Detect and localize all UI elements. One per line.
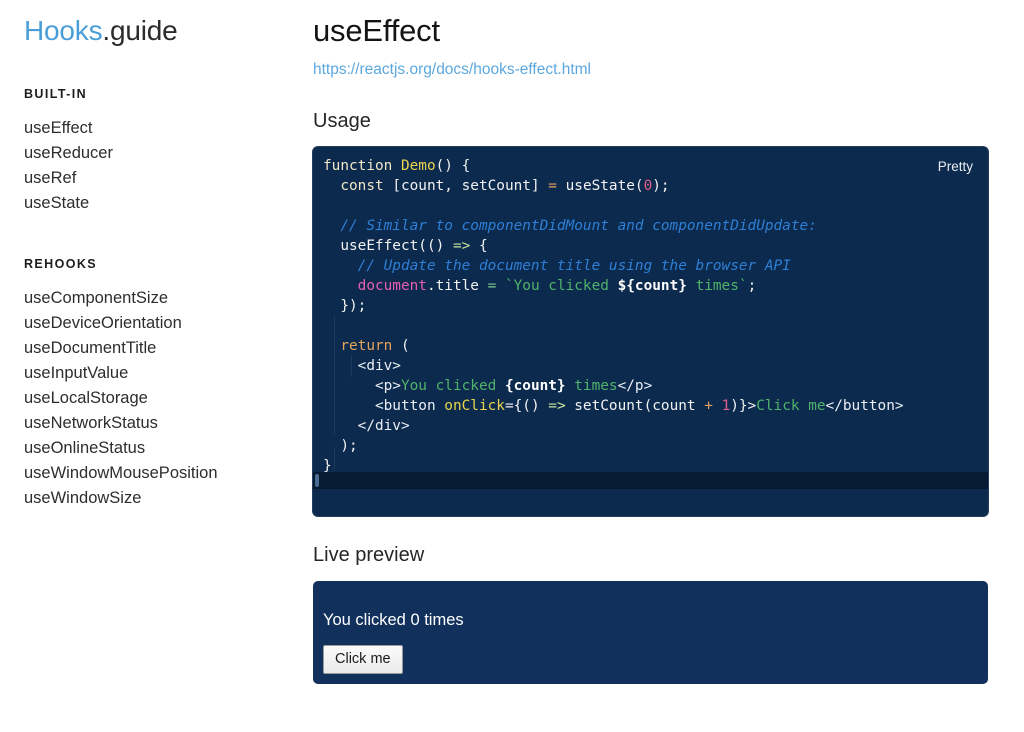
token-comment-update-title: // Update the document title using the b… <box>357 258 791 274</box>
sidebar-item-useref[interactable]: useRef <box>24 169 77 187</box>
sidebar-item-usedeviceorientation[interactable]: useDeviceOrientation <box>24 314 182 332</box>
token-useeffect-call: useEffect(() <box>340 238 445 254</box>
token-handler-open: ={() <box>504 398 540 414</box>
token-usestate-call: useState( <box>556 178 644 194</box>
main-content: useEffect https://reactjs.org/docs/hooks… <box>313 0 1024 732</box>
logo-secondary-text: .guide <box>102 15 178 46</box>
sidebar-item-usedocumenttitle[interactable]: useDocumentTitle <box>24 339 157 357</box>
token-punct: () { <box>435 158 471 174</box>
page-title: useEffect <box>313 13 440 48</box>
token-arrow: => <box>452 238 471 254</box>
token-jsx-div-close: </div> <box>357 418 410 434</box>
pretty-format-button[interactable]: Pretty <box>937 159 973 174</box>
token-plus-op: + <box>704 398 713 414</box>
sidebar-item-useonlinestatus[interactable]: useOnlineStatus <box>24 439 146 457</box>
token-jsx-attr-onclick: onClick <box>444 398 505 414</box>
token-comment-lifecycle: // Similar to componentDidMount and comp… <box>340 218 817 234</box>
logo-primary-text: Hooks <box>24 15 103 46</box>
token-number-one: 1 <box>712 398 731 414</box>
code-line-10: return ( <box>319 336 988 356</box>
token-open-paren: ( <box>392 338 410 354</box>
preview-click-me-button[interactable]: Click me <box>323 645 403 674</box>
token-semicolon: ; <box>747 278 757 294</box>
code-line-1: function Demo() { <box>319 156 988 176</box>
code-editor[interactable]: Pretty function Demo() { const [count, s… <box>313 147 988 516</box>
code-line-14: </div> <box>319 416 988 436</box>
documentation-link[interactable]: https://reactjs.org/docs/hooks-effect.ht… <box>313 61 591 78</box>
token-close-function: } <box>323 458 332 474</box>
token-close-effect: }); <box>340 298 367 314</box>
token-object-document: document <box>357 278 427 294</box>
token-template-string-open: `You clicked <box>496 278 618 294</box>
code-line-11: <div> <box>319 356 988 376</box>
code-line-13: <button onClick={() => setCount(count + … <box>319 396 988 416</box>
token-keyword-function: function <box>323 158 393 174</box>
sidebar-item-usecomponentsize[interactable]: useComponentSize <box>24 289 169 307</box>
token-jsx-button-open: <button <box>374 398 445 414</box>
code-line-16: } <box>319 456 988 476</box>
code-line-2: const [count, setCount] = useState(0); <box>319 176 988 196</box>
code-content: function Demo() { const [count, setCount… <box>313 147 988 476</box>
sidebar-item-usewindowsize[interactable]: useWindowSize <box>24 489 142 507</box>
sidebar-item-useeffect[interactable]: useEffect <box>24 119 93 137</box>
token-keyword-const: const <box>340 178 384 194</box>
sidebar-heading-rehooks: REHOOKS <box>24 257 98 271</box>
sidebar-list-built-in: useEffect useReducer useRef useState <box>24 101 313 216</box>
token-jsx-button-text: Click me <box>756 398 826 414</box>
token-jsx-text-2: times <box>565 378 618 394</box>
preview-click-count-text: You clicked 0 times <box>323 611 464 629</box>
token-interpolation-count: ${count} <box>617 278 687 294</box>
live-preview-panel: You clicked 0 times Click me <box>313 581 988 684</box>
token-number-zero: 0 <box>643 178 653 194</box>
token-keyword-return: return <box>340 338 393 354</box>
code-line-3-blank <box>319 196 988 216</box>
token-jsx-p-open: <p> <box>374 378 401 394</box>
token-jsx-div-open: <div> <box>357 358 401 374</box>
token-property-title: .title <box>426 278 479 294</box>
token-handler-close: )}> <box>730 398 757 414</box>
token-jsx-text-1: You clicked <box>400 378 505 394</box>
sidebar-item-usereducer[interactable]: useReducer <box>24 144 113 162</box>
token-close-paren: ); <box>652 178 670 194</box>
token-handler-arrow: => <box>548 398 566 414</box>
code-line-8: }); <box>319 296 988 316</box>
token-jsx-p-close: </p> <box>617 378 653 394</box>
usage-heading: Usage <box>313 110 371 132</box>
code-line-7: document.title = `You clicked ${count} t… <box>319 276 988 296</box>
code-line-12: <p>You clicked {count} times</p> <box>319 376 988 396</box>
token-jsx-button-close: </button> <box>825 398 904 414</box>
code-line-9-blank <box>319 316 988 336</box>
sidebar-item-usestate[interactable]: useState <box>24 194 90 212</box>
code-line-6: // Update the document title using the b… <box>319 256 988 276</box>
sidebar: Hooks.guide BUILT-IN useEffect useReduce… <box>0 0 313 732</box>
token-jsx-interp-count: {count} <box>504 378 566 394</box>
token-open-brace: { <box>470 238 488 254</box>
site-logo[interactable]: Hooks.guide <box>24 14 313 48</box>
sidebar-list-rehooks: useComponentSize useDeviceOrientation us… <box>24 271 313 511</box>
token-template-string-close: times` <box>686 278 748 294</box>
token-equals: = <box>487 278 497 294</box>
code-scrollbar-thumb[interactable] <box>315 474 319 487</box>
token-setcount-call: setCount(count <box>565 398 705 414</box>
sidebar-item-useinputvalue[interactable]: useInputValue <box>24 364 129 382</box>
sidebar-item-usenetworkstatus[interactable]: useNetworkStatus <box>24 414 158 432</box>
code-line-4: // Similar to componentDidMount and comp… <box>319 216 988 236</box>
token-function-name: Demo <box>400 158 436 174</box>
token-destructure: [count, setCount] <box>383 178 549 194</box>
live-preview-heading: Live preview <box>313 544 425 566</box>
code-line-5: useEffect(() => { <box>319 236 988 256</box>
code-line-15: ); <box>319 436 988 456</box>
sidebar-item-usewindowmouseposition[interactable]: useWindowMousePosition <box>24 464 218 482</box>
sidebar-heading-built-in: BUILT-IN <box>24 87 88 101</box>
token-close-return: ); <box>323 438 358 454</box>
code-horizontal-scrollbar[interactable] <box>313 472 988 489</box>
sidebar-item-uselocalstorage[interactable]: useLocalStorage <box>24 389 148 407</box>
token-assign-op: = <box>548 178 557 194</box>
